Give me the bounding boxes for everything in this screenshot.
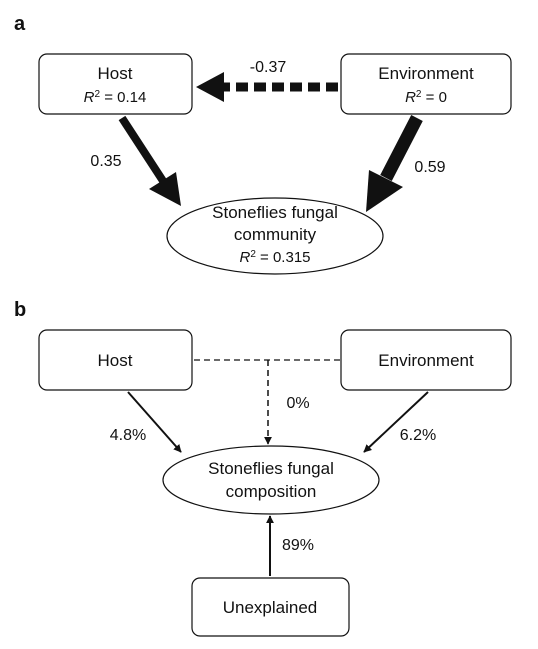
edge-env-to-host-label: -0.37 bbox=[250, 59, 287, 76]
edge-env-to-composition bbox=[363, 391, 429, 453]
host-node-a-r2: R2 = 0.14 bbox=[84, 89, 147, 107]
composition-node-line2: composition bbox=[226, 482, 317, 501]
edge-host-to-community-label: 0.35 bbox=[90, 153, 121, 170]
community-node-line1: Stoneflies fungal bbox=[212, 203, 338, 222]
edge-env-to-composition-label: 6.2% bbox=[400, 427, 436, 444]
edge-shared-variance-label: 0% bbox=[286, 395, 309, 412]
edge-unexplained-to-composition-label: 89% bbox=[282, 537, 314, 554]
edge-env-to-community bbox=[366, 115, 423, 212]
edge-env-to-host bbox=[196, 72, 338, 102]
host-node-a-title: Host bbox=[98, 64, 133, 83]
environment-node-a: Environment R2 = 0 bbox=[340, 53, 512, 115]
edge-shared-variance bbox=[194, 359, 341, 445]
edge-host-to-composition bbox=[127, 391, 182, 453]
host-node-a: Host R2 = 0.14 bbox=[38, 53, 193, 115]
unexplained-node: Unexplained bbox=[191, 577, 350, 637]
panel-a-label: a bbox=[14, 13, 26, 35]
edge-host-to-community bbox=[118, 115, 181, 206]
community-node: Stoneflies fungal community R2 = 0.315 bbox=[166, 197, 384, 275]
composition-node: Stoneflies fungal composition bbox=[162, 445, 380, 515]
host-node-b-title: Host bbox=[98, 351, 133, 370]
community-node-r2: R2 = 0.315 bbox=[239, 249, 310, 267]
edge-env-to-community-label: 0.59 bbox=[414, 159, 445, 176]
environment-node-b: Environment bbox=[340, 329, 512, 391]
community-node-line2: community bbox=[234, 225, 317, 244]
environment-node-b-title: Environment bbox=[378, 351, 474, 370]
unexplained-node-title: Unexplained bbox=[223, 598, 318, 617]
panel-b-label: b bbox=[14, 299, 26, 321]
environment-node-a-r2: R2 = 0 bbox=[405, 89, 447, 107]
edge-host-to-composition-label: 4.8% bbox=[110, 427, 146, 444]
host-node-b: Host bbox=[38, 329, 193, 391]
environment-node-a-title: Environment bbox=[378, 64, 474, 83]
composition-node-line1: Stoneflies fungal bbox=[208, 459, 334, 478]
